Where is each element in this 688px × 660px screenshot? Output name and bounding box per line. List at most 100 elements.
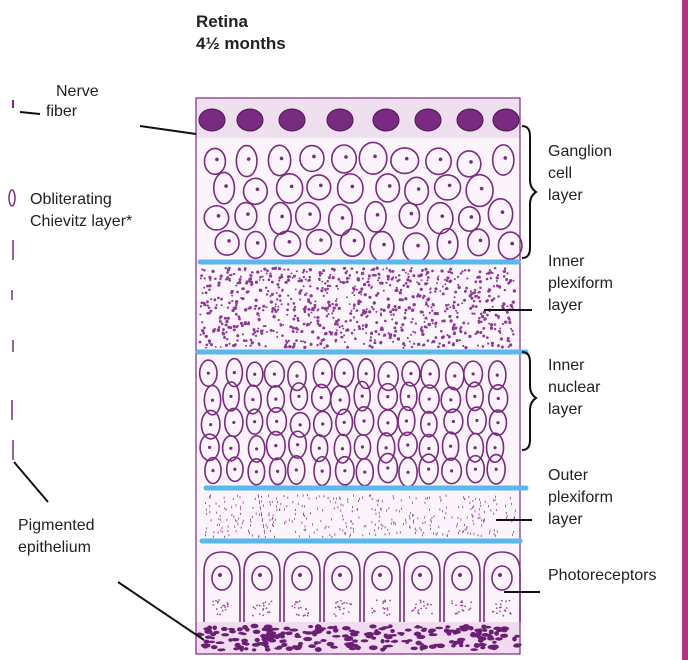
opl-dash	[233, 516, 234, 518]
ipl-dot	[324, 288, 326, 290]
photoreceptor-granule	[455, 604, 457, 606]
ipl-dot	[349, 319, 352, 322]
ipl-dot	[426, 279, 428, 281]
opl-dash	[472, 514, 473, 516]
ganglion-nucleolus	[501, 210, 505, 214]
ipl-dot	[423, 295, 426, 298]
ipl-dot	[304, 310, 307, 313]
opl-dash	[464, 524, 465, 526]
ipl-dot	[203, 277, 205, 279]
pigment-granule	[320, 639, 326, 642]
ipl-dot	[452, 326, 455, 329]
pigment-granule	[342, 626, 351, 630]
ipl-dot	[249, 306, 252, 309]
opl-dash	[218, 531, 219, 533]
ipl-dot	[394, 330, 397, 333]
opl-dash	[391, 522, 392, 524]
inner-nuclear-nucleolus	[386, 421, 389, 424]
ipl-dot	[399, 291, 402, 294]
ipl-dot	[356, 309, 359, 312]
ipl-dot	[251, 341, 254, 344]
ganglion-nucleolus	[503, 156, 507, 160]
ipl-dot	[368, 278, 370, 280]
photoreceptor-granule	[499, 610, 501, 612]
pigment-granule	[446, 629, 450, 634]
ipl-dot	[335, 303, 338, 306]
inner-nuclear-nucleolus	[407, 395, 410, 398]
ipl-dot	[275, 303, 277, 305]
opl-dash	[393, 497, 394, 499]
inner-nuclear-nucleolus	[409, 372, 412, 375]
opl-dash	[222, 531, 223, 533]
ipl-dot	[501, 346, 504, 349]
ipl-dot	[201, 321, 203, 323]
ipl-dot	[306, 271, 308, 273]
ipl-dot	[388, 304, 391, 307]
ipl-dot	[334, 323, 337, 326]
ipl-dot	[457, 284, 459, 286]
ganglion-nucleolus	[341, 216, 345, 220]
opl-dash	[206, 513, 207, 515]
pigment-granule	[470, 632, 475, 636]
ipl-dot	[235, 313, 238, 316]
inner-nuclear-nucleolus	[361, 395, 364, 398]
opl-dash	[345, 533, 346, 535]
ipl-dot	[342, 281, 345, 284]
opl-dash	[206, 509, 207, 511]
ipl-dot	[230, 291, 233, 294]
ipl-dot	[402, 342, 405, 345]
ipl-dot	[280, 274, 282, 276]
ipl-dot	[314, 304, 317, 307]
ipl-dot	[324, 332, 327, 335]
pigment-granule	[285, 631, 292, 635]
ipl-dot	[201, 329, 204, 332]
ipl-dot	[220, 275, 223, 278]
photoreceptor-granule	[340, 600, 342, 602]
photoreceptor-granule	[219, 613, 221, 615]
opl-dash	[387, 529, 388, 531]
opl-dash	[221, 530, 222, 532]
ipl-dot	[369, 339, 372, 342]
ipl-dot	[453, 323, 456, 326]
ipl-dot	[343, 267, 346, 270]
ipl-dot	[453, 301, 456, 304]
photoreceptor-granule	[294, 607, 296, 609]
ipl-dot	[307, 280, 309, 282]
opl-dash	[249, 532, 250, 534]
ipl-dot	[272, 315, 275, 318]
pigment-granule	[435, 627, 443, 630]
ipl-dot	[225, 324, 228, 327]
ipl-dot	[241, 287, 244, 290]
opl-dash	[269, 501, 270, 503]
ipl-dot	[405, 282, 408, 285]
ipl-dot	[377, 279, 379, 281]
photoreceptor-granule	[427, 604, 429, 606]
ipl-dot	[246, 291, 249, 294]
ipl-dot	[240, 276, 242, 278]
pigment-granule	[217, 648, 224, 651]
inner-nuclear-nucleolus	[233, 371, 236, 374]
ipl-dot	[240, 297, 242, 299]
ipl-dot	[413, 343, 415, 345]
opl-dash	[272, 501, 273, 503]
pigment-granule	[289, 629, 298, 632]
opl-dash	[369, 495, 370, 497]
ipl-dot	[282, 324, 284, 326]
ipl-dot	[432, 303, 435, 306]
ipl-dot	[293, 343, 296, 346]
ipl-dot	[421, 333, 424, 336]
pigment-granule	[487, 637, 494, 640]
ipl-dot	[374, 274, 377, 277]
ipl-dot	[318, 324, 321, 327]
pigment-granule	[491, 645, 497, 649]
ipl-dot	[446, 276, 449, 279]
pigment-granule	[433, 644, 439, 647]
ipl-dot	[306, 292, 308, 294]
ipl-dot	[454, 326, 457, 329]
photoreceptor-granule	[303, 615, 305, 617]
pigment-granule	[515, 635, 520, 638]
opl-dash	[329, 526, 330, 528]
ipl-dot	[227, 268, 230, 271]
ipl-dot	[415, 323, 417, 325]
ipl-dot	[293, 345, 296, 348]
